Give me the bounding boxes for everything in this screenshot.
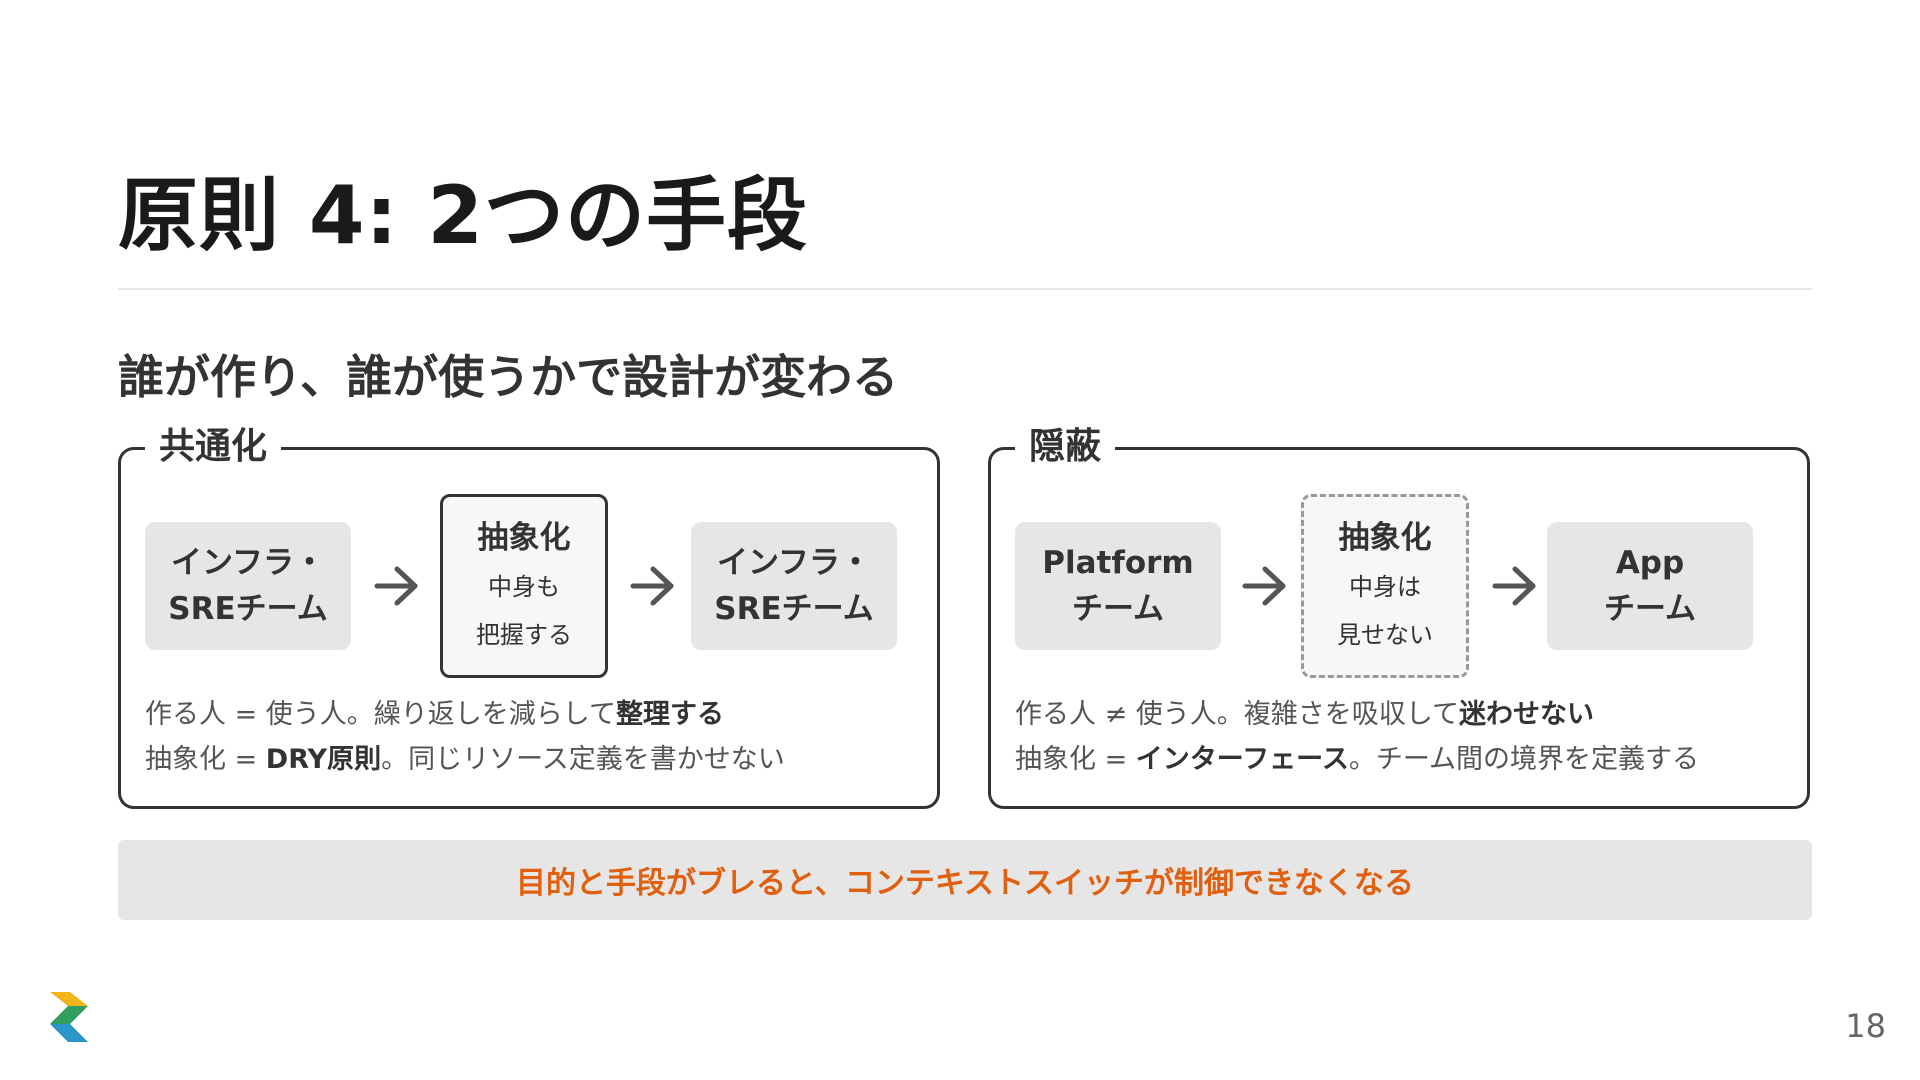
box-abstraction: 抽象化 中身は 見せない	[1301, 494, 1469, 678]
arrow-right-icon	[374, 566, 418, 606]
key-message-banner: 目的と手段がブレると、コンテキストスイッチが制御できなくなる	[118, 840, 1812, 920]
box-abstraction-sub: 中身も	[488, 573, 560, 601]
box-line: SREチーム	[714, 591, 874, 627]
slide-title: 原則 4: 2つの手段	[118, 169, 809, 262]
description-emphasis: インターフェース	[1135, 744, 1349, 775]
description-text: 。チーム間の境界を定義する	[1348, 744, 1700, 775]
box-abstraction-sub: 見せない	[1337, 621, 1433, 649]
box-target-team: インフラ・ SREチーム	[691, 522, 897, 650]
description-text: 抽象化 =	[145, 744, 266, 775]
description-text: 作る人 = 使う人。繰り返しを減らして	[145, 699, 616, 730]
box-abstraction-title: 抽象化	[1338, 520, 1432, 556]
box-line: インフラ・	[716, 545, 872, 581]
box-line: SREチーム	[168, 591, 328, 627]
banner-text: 目的と手段がブレると、コンテキストスイッチが制御できなくなる	[516, 866, 1414, 901]
panel-encapsulation: 隠蔽 Platform チーム 抽象化 中身は 見せない App チーム 作る人…	[988, 422, 1810, 809]
description-text: 抽象化 =	[1015, 744, 1136, 775]
box-source-team: Platform チーム	[1015, 522, 1221, 650]
description-emphasis: 整理する	[615, 699, 724, 730]
page-number: 18	[1845, 1007, 1886, 1045]
description-text: 。同じリソース定義を書かせない	[381, 744, 785, 775]
box-line: チーム	[1603, 591, 1697, 627]
box-source-team: インフラ・ SREチーム	[145, 522, 351, 650]
box-abstraction-sub: 中身は	[1349, 573, 1421, 601]
arrow-right-icon	[1242, 566, 1286, 606]
panel-label: 共通化	[145, 422, 282, 472]
box-abstraction: 抽象化 中身も 把握する	[440, 494, 608, 678]
panel-label: 隠蔽	[1015, 422, 1116, 472]
description-text: 作る人 ≠ 使う人。複雑さを吸収して	[1015, 699, 1459, 730]
panel-commonization: 共通化 インフラ・ SREチーム 抽象化 中身も 把握する インフラ・ SREチ…	[118, 422, 940, 809]
slide-subtitle: 誰が作り、誰が使うかで設計が変わる	[118, 350, 899, 404]
description-emphasis: 迷わせない	[1458, 699, 1594, 730]
title-divider	[118, 288, 1812, 290]
description-emphasis: DRY原則	[265, 744, 382, 775]
box-line: インフラ・	[170, 545, 326, 581]
box-line: App	[1615, 545, 1685, 581]
description-line: 抽象化 = DRY原則。同じリソース定義を書かせない	[145, 737, 785, 782]
box-abstraction-title: 抽象化	[477, 520, 571, 556]
description-line: 抽象化 = インターフェース。チーム間の境界を定義する	[1015, 737, 1699, 782]
arrow-right-icon	[630, 566, 674, 606]
box-line: Platform	[1042, 545, 1194, 581]
description-line: 作る人 ≠ 使う人。複雑さを吸収して迷わせない	[1015, 692, 1699, 737]
arrow-right-icon	[1492, 566, 1536, 606]
box-line: チーム	[1071, 591, 1165, 627]
panel-description: 作る人 ≠ 使う人。複雑さを吸収して迷わせない 抽象化 = インターフェース。チ…	[1015, 692, 1699, 782]
box-abstraction-sub: 把握する	[476, 621, 572, 649]
box-target-team: App チーム	[1547, 522, 1753, 650]
brand-logo-icon	[50, 992, 88, 1042]
description-line: 作る人 = 使う人。繰り返しを減らして整理する	[145, 692, 785, 737]
panel-description: 作る人 = 使う人。繰り返しを減らして整理する 抽象化 = DRY原則。同じリソ…	[145, 692, 785, 782]
